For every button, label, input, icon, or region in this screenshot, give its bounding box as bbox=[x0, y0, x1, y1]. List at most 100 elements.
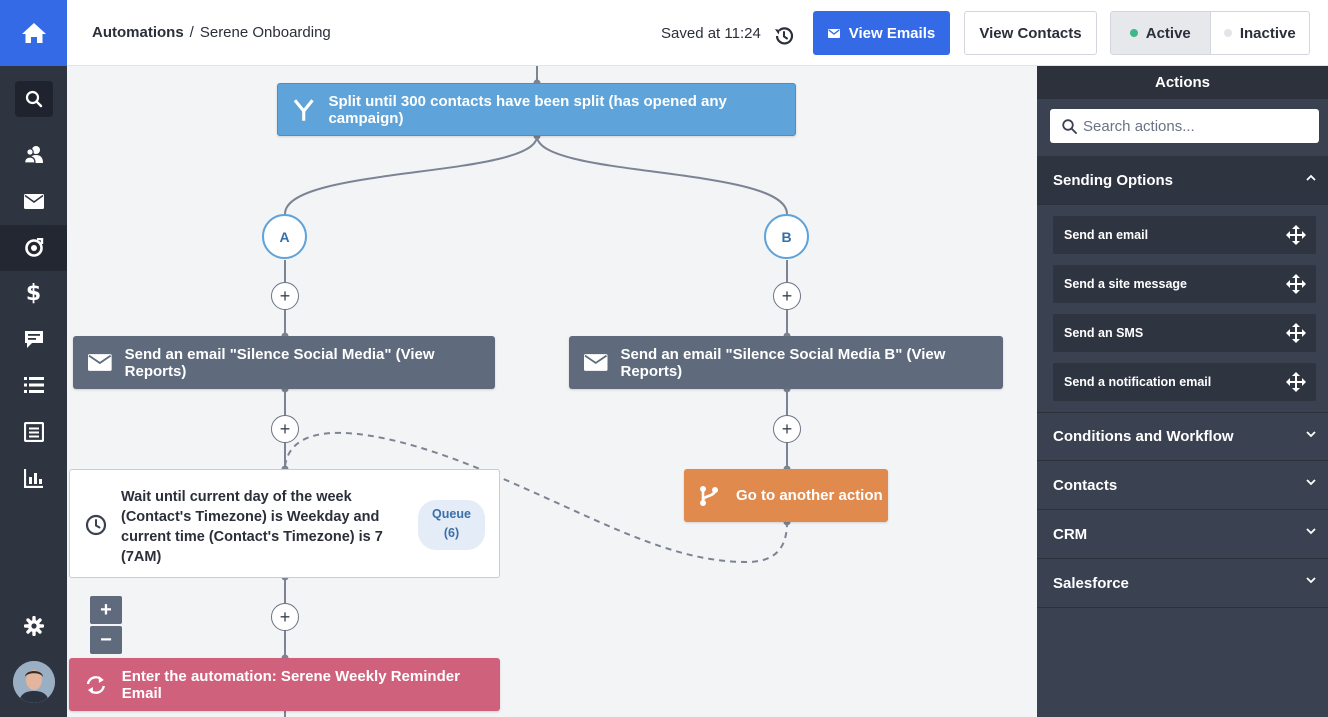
email-a-label: Send an email "Silence Social Media" (Vi… bbox=[124, 345, 435, 380]
zoom-in-button[interactable]: + bbox=[90, 596, 122, 624]
action-send-notification-email[interactable]: Send a notification email bbox=[1053, 363, 1316, 401]
wait-action-node[interactable]: Wait until current day of the week (Cont… bbox=[69, 469, 500, 578]
move-icon[interactable] bbox=[1286, 372, 1306, 392]
queue-label: Queue bbox=[432, 507, 471, 521]
chevron-down-icon bbox=[1306, 479, 1316, 486]
email-action-node-a[interactable]: Send an email "Silence Social Media" (Vi… bbox=[73, 336, 495, 389]
move-icon[interactable] bbox=[1286, 274, 1306, 294]
view-emails-button[interactable]: View Emails bbox=[813, 11, 950, 55]
nav-search[interactable] bbox=[0, 76, 67, 122]
email-icon bbox=[584, 354, 608, 371]
email-icon bbox=[827, 28, 840, 38]
add-step-button[interactable]: + bbox=[773, 415, 801, 443]
queue-count: (6) bbox=[443, 526, 460, 540]
nav-conversations[interactable] bbox=[0, 316, 67, 362]
enter-label: Enter the automation: Serene Weekly Remi… bbox=[121, 667, 460, 702]
left-nav: $ bbox=[0, 0, 67, 717]
home-icon bbox=[21, 23, 46, 43]
refresh-icon bbox=[86, 675, 105, 694]
actions-panel: Actions Sending Options Send an email Se… bbox=[1037, 66, 1328, 717]
contacts-icon bbox=[23, 146, 43, 164]
email-icon bbox=[88, 354, 112, 371]
add-step-button[interactable]: + bbox=[773, 282, 801, 310]
automations-icon bbox=[24, 238, 43, 257]
section-salesforce[interactable]: Salesforce bbox=[1037, 559, 1328, 608]
nav-lists[interactable] bbox=[0, 362, 67, 408]
active-toggle[interactable]: Active bbox=[1111, 12, 1211, 54]
wait-label: Wait until current day of the week (Cont… bbox=[121, 489, 383, 565]
workflow-connectors bbox=[281, 66, 791, 717]
action-send-site-message[interactable]: Send a site message bbox=[1053, 265, 1316, 303]
branch-b[interactable]: B bbox=[764, 214, 809, 259]
split-label: Split until 300 contacts have been split… bbox=[328, 92, 727, 127]
split-action-node[interactable]: Split until 300 contacts have been split… bbox=[277, 83, 796, 136]
email-action-node-b[interactable]: Send an email "Silence Social Media B" (… bbox=[569, 336, 1003, 389]
search-actions-input[interactable] bbox=[1083, 117, 1303, 135]
chevron-down-icon bbox=[1306, 431, 1316, 438]
goto-action-node[interactable]: Go to another action bbox=[684, 469, 888, 522]
deals-icon: $ bbox=[25, 280, 42, 306]
inactive-dot-icon bbox=[1223, 29, 1232, 37]
section-crm[interactable]: CRM bbox=[1037, 510, 1328, 559]
action-label: Send a notification email bbox=[1064, 375, 1212, 389]
email-icon bbox=[23, 193, 44, 209]
section-label: Sending Options bbox=[1053, 171, 1173, 189]
search-actions-field[interactable] bbox=[1050, 109, 1319, 143]
action-label: Send an email bbox=[1064, 228, 1149, 242]
top-header: Automations/Serene Onboarding Saved at 1… bbox=[67, 0, 1328, 66]
forms-icon bbox=[23, 422, 44, 442]
nav-deals[interactable]: $ bbox=[0, 270, 67, 316]
email-b-label: Send an email "Silence Social Media B" (… bbox=[620, 345, 946, 380]
search-icon bbox=[25, 90, 42, 108]
section-contacts[interactable]: Contacts bbox=[1037, 461, 1328, 510]
avatar[interactable] bbox=[13, 661, 55, 703]
move-icon[interactable] bbox=[1286, 225, 1306, 245]
goto-label: Go to another action bbox=[736, 487, 883, 504]
nav-forms[interactable] bbox=[0, 409, 67, 455]
section-label: CRM bbox=[1053, 525, 1088, 543]
enter-automation-node[interactable]: Enter the automation: Serene Weekly Remi… bbox=[69, 658, 500, 711]
chevron-down-icon bbox=[1306, 528, 1316, 535]
zoom-out-button[interactable]: − bbox=[90, 626, 122, 654]
actions-panel-title: Actions bbox=[1037, 66, 1328, 99]
chevron-down-icon bbox=[1306, 577, 1316, 584]
branch-a[interactable]: A bbox=[262, 214, 307, 259]
chevron-up-icon bbox=[1306, 174, 1316, 181]
clock-icon bbox=[85, 514, 107, 536]
breadcrumb-automations-link[interactable]: Automations bbox=[92, 24, 184, 41]
lists-icon bbox=[23, 377, 44, 393]
nav-automations[interactable] bbox=[0, 225, 67, 271]
history-icon[interactable] bbox=[773, 25, 795, 47]
breadcrumb-current: Serene Onboarding bbox=[199, 24, 331, 41]
section-label: Salesforce bbox=[1053, 574, 1129, 592]
home-button[interactable] bbox=[0, 0, 67, 66]
active-dot-icon bbox=[1129, 29, 1138, 37]
active-label: Active bbox=[1145, 24, 1191, 42]
add-step-button[interactable]: + bbox=[271, 603, 299, 631]
action-send-email[interactable]: Send an email bbox=[1053, 216, 1316, 254]
status-toggle: Active Inactive bbox=[1110, 11, 1310, 55]
view-contacts-button[interactable]: View Contacts bbox=[964, 11, 1097, 55]
split-icon bbox=[293, 98, 314, 121]
section-conditions-workflow[interactable]: Conditions and Workflow bbox=[1037, 412, 1328, 461]
view-emails-label: View Emails bbox=[848, 24, 936, 42]
section-sending-options[interactable]: Sending Options bbox=[1037, 156, 1328, 205]
nav-contacts[interactable] bbox=[0, 131, 67, 177]
section-label: Contacts bbox=[1053, 476, 1118, 494]
breadcrumb: Automations/Serene Onboarding bbox=[92, 24, 331, 41]
move-icon[interactable] bbox=[1286, 323, 1306, 343]
inactive-label: Inactive bbox=[1239, 24, 1296, 42]
conversations-icon bbox=[24, 330, 43, 348]
nav-settings[interactable] bbox=[0, 603, 67, 649]
action-label: Send a site message bbox=[1064, 277, 1187, 291]
action-send-sms[interactable]: Send an SMS bbox=[1053, 314, 1316, 352]
add-step-button[interactable]: + bbox=[271, 282, 299, 310]
add-step-button[interactable]: + bbox=[271, 415, 299, 443]
nav-reports[interactable] bbox=[0, 455, 67, 501]
section-label: Conditions and Workflow bbox=[1053, 428, 1234, 445]
automation-canvas[interactable]: Split until 300 contacts have been split… bbox=[67, 66, 1037, 717]
queue-badge[interactable]: Queue (6) bbox=[418, 500, 485, 550]
nav-campaigns[interactable] bbox=[0, 178, 67, 224]
saved-status: Saved at 11:24 bbox=[661, 25, 761, 42]
inactive-toggle[interactable]: Inactive bbox=[1211, 12, 1310, 54]
